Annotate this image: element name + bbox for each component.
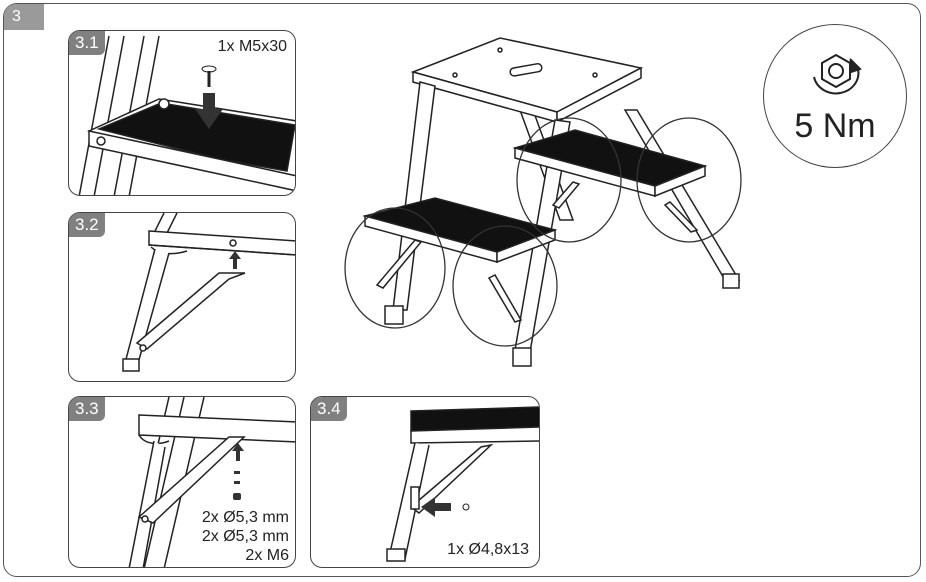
step-tread-illustration bbox=[78, 35, 295, 195]
arrow-left-icon bbox=[421, 497, 451, 517]
torque-value: 5 Nm bbox=[794, 107, 876, 145]
screw-icon bbox=[201, 65, 217, 87]
panel-3-4: 3.4 1x Ø4,8x13 bbox=[310, 396, 540, 568]
washer-label: 2x Ø5,3 mm bbox=[201, 509, 289, 526]
panel-3-2: 3.2 bbox=[68, 212, 296, 382]
panel-3-1: 3.1 1x M5x30 bbox=[68, 30, 296, 196]
brace-bolt-illustration bbox=[128, 397, 295, 567]
nut-label: 2x M6 bbox=[245, 547, 289, 564]
torque-callout: 5 Nm bbox=[763, 24, 907, 168]
leg-screw-illustration bbox=[386, 406, 539, 562]
arrow-down-icon bbox=[195, 93, 223, 129]
washer-label: 2x Ø5,3 mm bbox=[201, 528, 289, 545]
leg-brace-illustration bbox=[122, 213, 295, 372]
washer-stack-icon bbox=[233, 471, 241, 500]
step-stool-illustration bbox=[344, 37, 742, 367]
screw-icon bbox=[462, 503, 470, 511]
instruction-frame: 3 bbox=[3, 3, 921, 577]
torque-nut-icon bbox=[813, 53, 862, 95]
screw-label: 1x Ø4,8x13 bbox=[447, 541, 529, 558]
arrow-up-icon bbox=[229, 251, 241, 269]
panel-badge: 3.4 bbox=[311, 397, 347, 421]
detail-callout-circles bbox=[344, 117, 742, 347]
panel-3-3: 3.3 2x Ø5,3 mm 2x Ø5,3 mm 2x M6 bbox=[68, 396, 296, 568]
arrow-up-icon bbox=[232, 443, 244, 461]
panel-badge: 3.1 bbox=[69, 31, 105, 55]
screw-label: 1x M5x30 bbox=[217, 38, 287, 55]
panel-badge: 3.3 bbox=[69, 397, 105, 421]
panel-badge: 3.2 bbox=[69, 213, 105, 237]
hardware-labels: 2x Ø5,3 mm 2x Ø5,3 mm 2x M6 bbox=[202, 508, 289, 565]
step-number: 3 bbox=[4, 4, 44, 30]
